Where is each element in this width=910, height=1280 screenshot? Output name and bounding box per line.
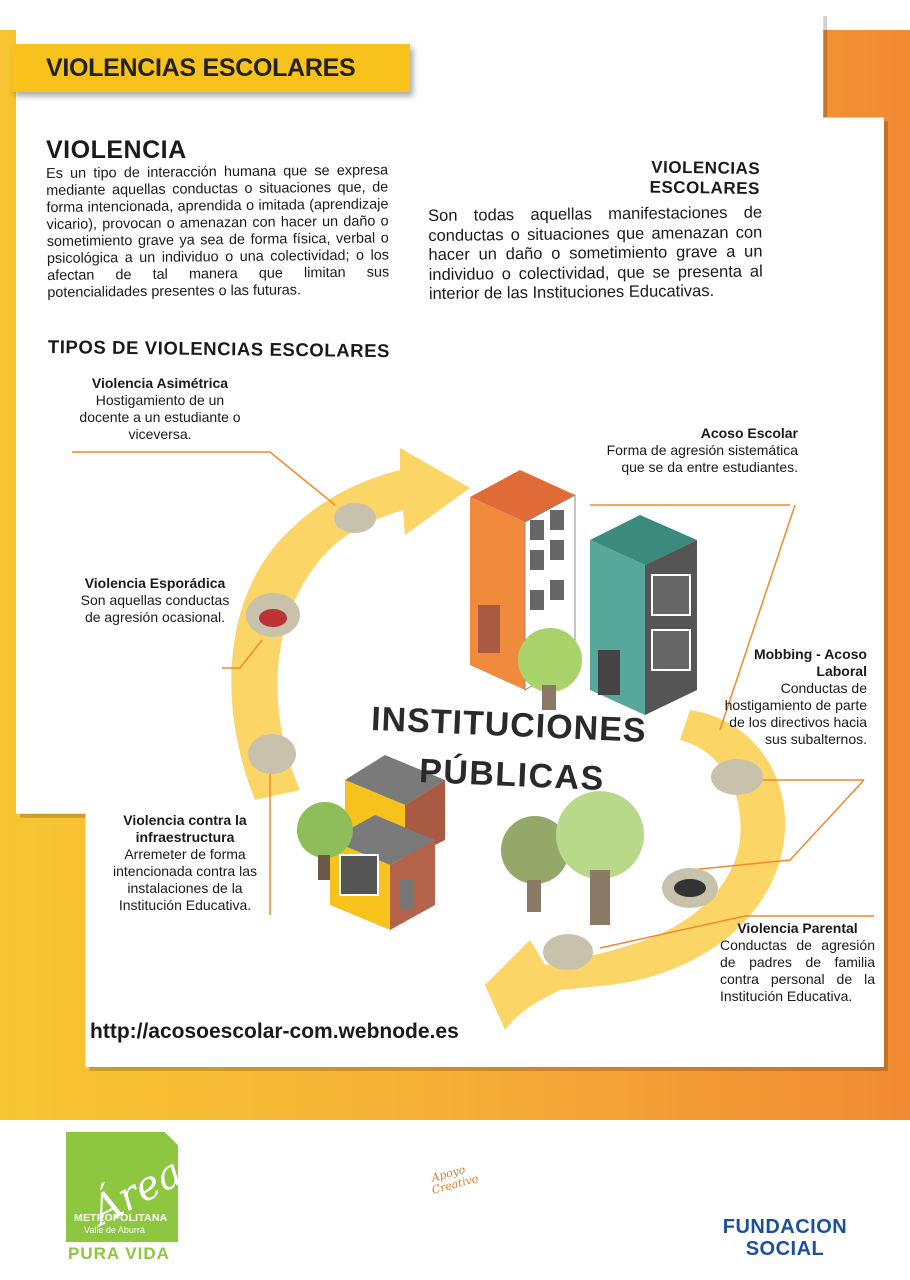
label-title: Violencia Asimétrica [91,375,229,391]
label-text: Conductas de agresión de padres de famil… [720,937,875,1004]
area-metropolitana-logo: Área METROPOLITANA Valle de Aburrá PURA … [60,1128,190,1268]
label-text: Son aquellas conductas de agresión ocasi… [80,592,230,625]
violencia-heading: VIOLENCIA [46,136,187,164]
tipos-heading: TIPOS DE VIOLENCIAS ESCOLARES [47,336,391,362]
violencias-escolares-definition: Son todas aquellas manifestaciones de co… [428,203,763,303]
fundacion-line-2: SOCIAL [745,1238,825,1260]
area-logo-box [66,1132,178,1242]
label-title: Mobbing - Acoso Laboral [753,646,867,679]
fundacion-line-1: FUNDACION [722,1216,848,1238]
label-text: Hostigamiento de un docente a un estudia… [79,392,241,442]
label-violencia-asimetrica: Violencia Asimétrica Hostigamiento de un… [70,375,250,443]
center-title-line-2: PÚBLICAS [418,752,606,799]
page-title: VIOLENCIAS ESCOLARES [46,54,356,82]
area-logo-valle: Valle de Aburrá [84,1225,145,1235]
label-title: Acoso Escolar [700,425,798,441]
label-title: Violencia contra la infraestructura [123,812,247,845]
area-logo-metropolitana: METROPOLITANA [74,1212,168,1224]
label-title: Violencia Esporádica [84,575,226,591]
fundacion-logo-text: FUNDACION SOCIAL [700,1216,870,1260]
label-acoso-escolar: Acoso Escolar Forma de agresión sistemát… [600,425,798,476]
fundacion-social-logo: FUNDACION SOCIAL [700,1148,870,1260]
violencias-escolares-heading: VIOLENCIAS ESCOLARES [600,157,761,199]
label-text: Arremeter de forma intencionada contra l… [113,846,257,913]
label-text: Conductas de hostigamiento de parte de l… [724,680,867,747]
label-violencia-esporadica: Violencia Esporádica Son aquellas conduc… [80,575,230,626]
label-mobbing: Mobbing - Acoso Laboral Conductas de hos… [712,646,867,748]
label-violencia-infraestructura: Violencia contra la infraestructura Arre… [100,812,270,914]
heading-line-1: VIOLENCIAS [651,157,761,179]
bulb-logo-text: Apoyo Creativo [429,1162,480,1197]
heading-line-2: ESCOLARES [649,177,760,199]
area-logo-slogan: PURA VIDA [68,1244,170,1263]
source-url[interactable]: http://acosoescolar-com.webnode.es [90,1020,459,1043]
label-title: Violencia Parental [737,920,858,936]
violencia-definition: Es un tipo de interacción humana que se … [46,162,390,301]
title-banner: VIOLENCIAS ESCOLARES [12,44,410,92]
apoyo-creativo-logo: Apoyo Creativo [390,1130,510,1280]
label-violencia-parental: Violencia Parental Conductas de agresión… [720,920,875,1005]
label-text: Forma de agresión sistemática que se da … [606,442,798,475]
